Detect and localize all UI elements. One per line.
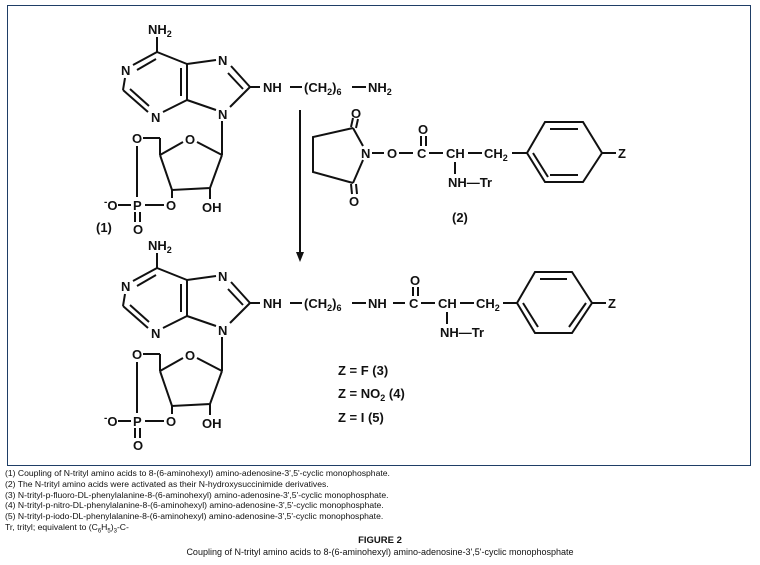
atom-ch2: CH2 <box>484 146 508 163</box>
product: NH2 N N N N NH (CH2)6 NH C O CH NH—Tr CH… <box>104 238 616 453</box>
footnote: (3) N-trityl-p-fluoro-DL-phenylalanine-8… <box>5 489 389 500</box>
atom-o5: O <box>132 131 142 146</box>
atom-n9: N <box>218 107 227 122</box>
atom-n1: N <box>121 279 130 294</box>
atom-nh: NH <box>263 296 282 311</box>
compound-2-label: (2) <box>452 210 468 225</box>
figure-caption: Coupling of N-trityl amino acids to 8-(6… <box>186 547 574 557</box>
atom-o: O <box>410 273 420 288</box>
atom-o-minus: -O <box>104 197 117 213</box>
compound-2: O O N O C O CH NH—Tr CH2 Z (2) <box>312 106 626 225</box>
atom-nh2-terminal: NH2 <box>368 80 392 97</box>
atom-n1: N <box>121 63 130 78</box>
z-option-3: Z = F (3) <box>338 363 388 378</box>
atom-nh-tr: NH—Tr <box>440 325 484 340</box>
atom-z: Z <box>608 296 616 311</box>
atom-c: C <box>409 296 419 311</box>
atom-nh-amide: NH <box>368 296 387 311</box>
atom-n7: N <box>218 53 227 68</box>
atom-o3: O <box>166 198 176 213</box>
atom-o-minus: -O <box>104 413 117 429</box>
atom-ch: CH <box>446 146 465 161</box>
atom-oh: OH <box>202 200 222 215</box>
atom-p-oxo: O <box>133 222 143 237</box>
reaction-scheme: NH2 N N N N NH (CH2)6 NH2 O O OH P -O O … <box>96 22 626 453</box>
footnotes: (1) Coupling of N-trityl amino acids to … <box>5 468 390 538</box>
atom-o: O <box>387 146 397 161</box>
atom-oh: OH <box>202 416 222 431</box>
compound-1: NH2 N N N N NH (CH2)6 NH2 O O OH P -O O … <box>96 22 392 237</box>
atom-ch: CH <box>438 296 457 311</box>
atom-n3: N <box>151 110 160 125</box>
atom-nh: NH <box>263 80 282 95</box>
atom-n9: N <box>218 323 227 338</box>
atom-o4: O <box>185 132 195 147</box>
atom-nh2: NH2 <box>148 22 172 39</box>
atom-o5: O <box>132 347 142 362</box>
atom-z: Z <box>618 146 626 161</box>
atom-o3: O <box>166 414 176 429</box>
atom-o4: O <box>185 348 195 363</box>
atom-nh2: NH2 <box>148 238 172 255</box>
atom-ch2: CH2 <box>476 296 500 313</box>
z-option-4: Z = NO2 (4) <box>338 386 405 403</box>
atom-p: P <box>133 414 142 429</box>
footnote: (4) N-trityl-p-nitro-DL-phenylalanine-8-… <box>5 500 384 511</box>
atom-nh-tr: NH—Tr <box>448 175 492 190</box>
reaction-arrow <box>296 110 304 262</box>
compound-1-label: (1) <box>96 220 112 235</box>
atom-n7: N <box>218 269 227 284</box>
footnote: (5) N-trityl-p-iodo-DL-phenylalanine-8-(… <box>5 511 384 522</box>
trityl-note: Tr, trityl; equivalent to (C6H5)3-C- <box>5 521 129 535</box>
atom-o: O <box>349 194 359 209</box>
figure-frame <box>7 5 751 466</box>
figure-title: FIGURE 2 <box>358 535 402 546</box>
z-option-5: Z = I (5) <box>338 410 384 425</box>
hexyl-chain: (CH2)6 <box>304 296 341 313</box>
atom-o: O <box>418 122 428 137</box>
atom-n3: N <box>151 326 160 341</box>
atom-p: P <box>133 198 142 213</box>
atom-n: N <box>361 146 370 161</box>
atom-o: O <box>351 106 361 121</box>
atom-p-oxo: O <box>133 438 143 453</box>
footnote: (2) The N-trityl amino acids were activa… <box>5 478 329 489</box>
footnote: (1) Coupling of N-trityl amino acids to … <box>5 468 390 478</box>
hexyl-chain: (CH2)6 <box>304 80 341 97</box>
atom-c: C <box>417 146 427 161</box>
